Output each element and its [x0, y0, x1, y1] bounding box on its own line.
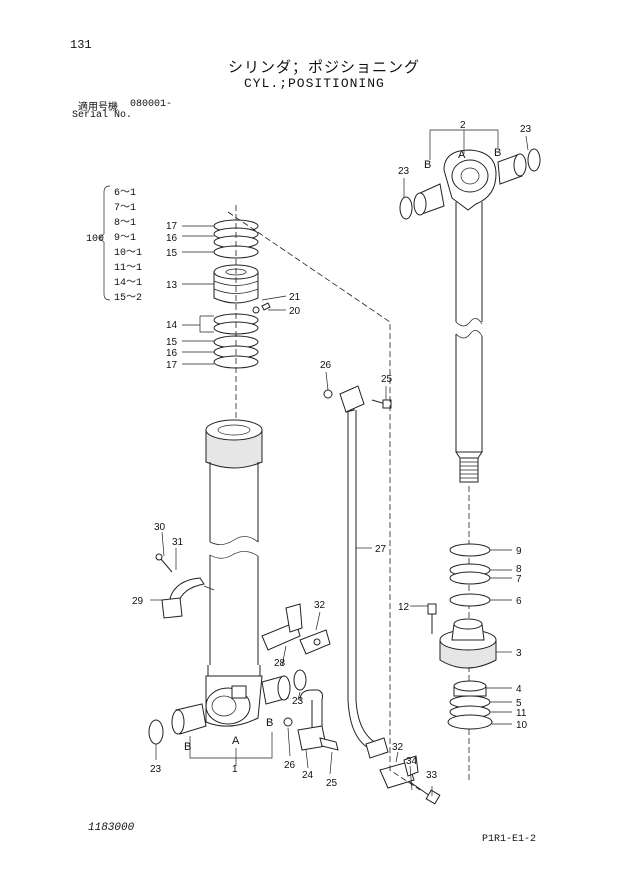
- callout-1: 1: [232, 764, 238, 775]
- title-english: CYL.;POSITIONING: [244, 76, 385, 91]
- callout-15-bottom: 15: [166, 337, 178, 348]
- group-item: 9～1: [114, 233, 137, 244]
- bushing-bottom-right: [261, 675, 291, 705]
- snap-ring-bottom-right: [293, 669, 307, 691]
- callout-14: 14: [166, 320, 178, 331]
- callout-15-top: 15: [166, 248, 178, 259]
- callout-3: 3: [516, 648, 522, 659]
- callout-31: 31: [172, 537, 184, 548]
- callout-23-bottom-right: 23: [292, 696, 304, 707]
- group-item: 8～1: [114, 218, 137, 229]
- snap-ring-top-right: [527, 148, 541, 172]
- callout-A-top: A: [458, 149, 466, 161]
- snap-ring-top-left: [399, 196, 413, 220]
- callout-25-top: 25: [381, 374, 393, 385]
- rod-gland: [439, 618, 497, 669]
- bushing-bottom-left: [171, 703, 207, 735]
- callout-32-top: 32: [314, 600, 326, 611]
- callout-13: 13: [166, 280, 178, 291]
- group-item: 11～1: [114, 263, 143, 274]
- callout-21: 21: [289, 292, 301, 303]
- page-number: 131: [70, 38, 92, 52]
- bolt-30: [159, 557, 173, 573]
- callout-32-bottom: 32: [392, 742, 404, 753]
- callout-B-top-right: B: [494, 147, 501, 159]
- bolt-12: [427, 603, 437, 634]
- group-item: 10～1: [114, 248, 143, 259]
- callout-30: 30: [154, 522, 166, 533]
- page-code: P1R1-E1-2: [482, 834, 537, 845]
- clamp-band: [161, 577, 215, 619]
- callout-25-bottom: 25: [326, 778, 338, 789]
- serial-label-jp: 適用号機: [78, 102, 118, 113]
- gland-seals-lower: [447, 680, 493, 730]
- callout-8: 8: [516, 564, 522, 575]
- callout-27: 27: [375, 544, 387, 555]
- callout-28: 28: [274, 658, 286, 669]
- snap-ring-bottom-left: [148, 719, 164, 745]
- callout-B-bottom-left: B: [184, 741, 191, 753]
- callout-17-bottom: 17: [166, 360, 178, 371]
- serial-value: 080001-: [130, 99, 173, 110]
- callout-2: 2: [460, 120, 466, 131]
- callout-A-bottom: A: [232, 735, 240, 747]
- callout-33: 33: [426, 770, 438, 781]
- group-100-label: 100: [86, 234, 105, 245]
- callout-4: 4: [516, 684, 522, 695]
- callout-23-bottom-left: 23: [150, 764, 162, 775]
- callout-10: 10: [516, 720, 528, 731]
- doc-number: 1183000: [88, 822, 135, 834]
- group-bracket: [98, 185, 111, 301]
- piston-seal-stack: [213, 219, 271, 369]
- piston-rod: [443, 149, 497, 483]
- callout-6: 6: [516, 596, 522, 607]
- callout-23-top-right: 23: [520, 124, 532, 135]
- gland-seals-upper: [449, 543, 491, 607]
- serial-label-en: Serial No.: [72, 110, 133, 121]
- callout-11: 11: [516, 708, 527, 719]
- callout-B-top-left: B: [424, 159, 431, 171]
- group-item: 7～1: [114, 203, 137, 214]
- clamp-bracket-28: [261, 603, 331, 655]
- callout-23-top-left: 23: [398, 166, 410, 177]
- callout-12: 12: [398, 602, 410, 613]
- hydraulic-tube: [323, 385, 389, 759]
- bushing-top-right: [497, 153, 527, 185]
- callout-34: 34: [406, 756, 418, 767]
- callout-24: 24: [302, 770, 314, 781]
- callout-9: 9: [516, 546, 522, 557]
- fitting-24: [283, 689, 339, 751]
- bushing-top-left: [413, 183, 445, 216]
- title-japanese: シリンダ；ポジショニング: [228, 58, 421, 76]
- assembly-line: [227, 211, 421, 791]
- callout-B-bottom-right: B: [266, 717, 273, 729]
- cylinder-tube: [205, 419, 263, 727]
- group-item: 6～1: [114, 188, 137, 199]
- leader-lines: [150, 129, 529, 796]
- callout-26-top: 26: [320, 360, 332, 371]
- group-item: 14～1: [114, 278, 143, 289]
- callout-7: 7: [516, 574, 522, 585]
- callout-labels: 2 A B B 23 23 17 16 15 13 14 15 16 17 21…: [132, 120, 532, 789]
- callout-16-top: 16: [166, 233, 178, 244]
- callout-17-top: 17: [166, 221, 178, 232]
- group-item: 15～2: [114, 293, 143, 304]
- callout-26-bottom: 26: [284, 760, 296, 771]
- callout-29: 29: [132, 596, 144, 607]
- callout-20: 20: [289, 306, 301, 317]
- callout-5: 5: [516, 698, 522, 709]
- callout-16-bottom: 16: [166, 348, 178, 359]
- bolt-25-top: [382, 399, 392, 409]
